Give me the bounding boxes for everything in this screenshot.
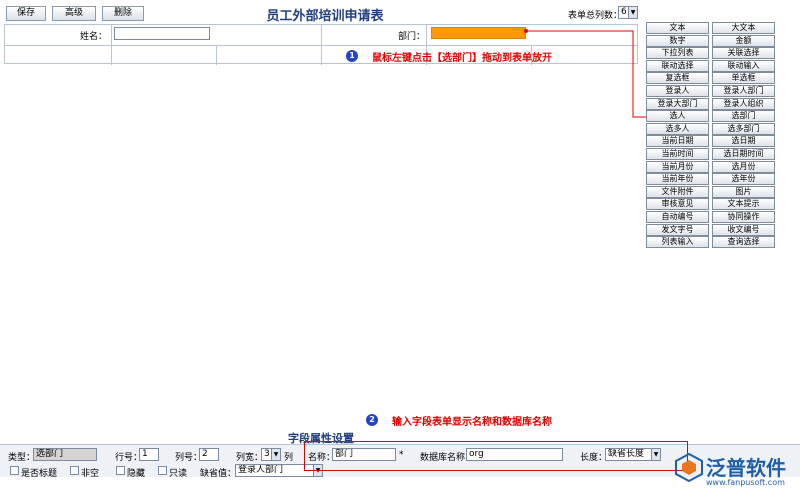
palette-button[interactable]: 联动选择 — [646, 59, 709, 72]
palette-button[interactable]: 文本提示 — [712, 198, 775, 211]
palette-button[interactable]: 下拉列表 — [646, 47, 709, 60]
row-label: 行号： — [115, 453, 143, 463]
readonly-checkbox[interactable] — [158, 466, 167, 475]
length-label: 长度： — [580, 453, 608, 463]
brand-url: www.fanpusoft.com — [706, 478, 785, 487]
advanced-button[interactable]: 高级 — [52, 6, 96, 21]
name-input[interactable] — [114, 27, 210, 40]
not-null-checkbox[interactable] — [70, 466, 79, 475]
is-title-label: 是否标题 — [21, 469, 58, 479]
dept-field-dropped[interactable] — [431, 27, 526, 39]
db-name-label: 数据库名称： — [420, 453, 475, 463]
annotation-highlight-box — [304, 441, 688, 471]
palette-button[interactable]: 选多人 — [646, 122, 709, 135]
palette-button[interactable]: 单选框 — [712, 72, 775, 85]
palette-button[interactable]: 发文字号 — [646, 223, 709, 236]
palette-button[interactable]: 协同操作 — [712, 211, 775, 223]
palette-button[interactable]: 登录人组织 — [712, 97, 775, 110]
step-1-note: 鼠标左键点击【选部门】拖动到表单放开 — [372, 53, 552, 64]
total-columns-value: 6 — [621, 7, 627, 17]
col-divider — [321, 25, 322, 65]
palette-button[interactable]: 选日期 — [712, 135, 775, 148]
palette-button[interactable]: 文本 — [646, 22, 709, 34]
row-input[interactable]: 1 — [139, 448, 159, 461]
palette-button[interactable]: 当前年份 — [646, 173, 709, 186]
palette-button[interactable]: 登录大部门 — [646, 97, 709, 110]
palette-button[interactable]: 选月份 — [712, 160, 775, 173]
name-prop-label: 名称： — [308, 453, 336, 463]
palette-button[interactable]: 复选框 — [646, 72, 709, 85]
step-2-badge: 2 — [366, 414, 378, 426]
brand-name: 泛普软件 — [706, 456, 786, 480]
hidden-checkbox[interactable] — [116, 466, 125, 475]
save-button[interactable]: 保存 — [6, 6, 46, 21]
palette-button[interactable]: 当前时间 — [646, 148, 709, 160]
col-divider — [216, 45, 217, 65]
palette-button[interactable]: 选多部门 — [712, 122, 775, 135]
palette-button[interactable]: 金额 — [712, 34, 775, 47]
field-properties-bar — [0, 444, 800, 477]
palette-button[interactable]: 列表输入 — [646, 236, 709, 249]
palette-button[interactable]: 大文本 — [712, 22, 775, 34]
logo-icon — [675, 452, 703, 482]
col-label: 列号： — [175, 453, 203, 463]
display-name-input[interactable]: 部门 — [332, 448, 396, 461]
step-1-badge: 1 — [346, 50, 358, 62]
not-null-label: 非空 — [81, 469, 100, 479]
readonly-label: 只读 — [169, 469, 188, 479]
palette-button[interactable]: 关联选择 — [712, 47, 775, 60]
brand-logo: 泛普软件 www.fanpusoft.com — [672, 448, 800, 493]
length-value: 缺省长度 — [608, 449, 645, 459]
palette-button[interactable]: 图片 — [712, 185, 775, 198]
palette-button[interactable]: 选部门 — [712, 110, 775, 123]
default-label: 缺省值： — [200, 469, 237, 479]
total-columns-label: 表单总列数： — [568, 11, 623, 21]
col-divider — [111, 25, 112, 65]
palette-button[interactable]: 收文编号 — [712, 223, 775, 236]
width-value: 3 — [264, 449, 270, 459]
palette-button[interactable]: 数字 — [646, 34, 709, 47]
palette-button[interactable]: 登录人部门 — [712, 85, 775, 97]
palette-button[interactable]: 文件附件 — [646, 185, 709, 198]
palette-button[interactable]: 登录人 — [646, 85, 709, 97]
chevron-down-icon: ▼ — [271, 449, 280, 460]
default-value: 登录人部门 — [238, 465, 284, 475]
type-label: 类型： — [8, 453, 36, 463]
width-select[interactable]: 3 ▼ — [261, 448, 281, 461]
col-input[interactable]: 2 — [199, 448, 219, 461]
palette-button[interactable]: 选日期时间 — [712, 148, 775, 160]
palette-button[interactable]: 选人 — [646, 110, 709, 123]
palette-button[interactable]: 选年份 — [712, 173, 775, 186]
required-mark: * — [399, 450, 404, 460]
width-label: 列宽： — [236, 453, 264, 463]
palette-button[interactable]: 当前日期 — [646, 135, 709, 148]
step-2-note: 输入字段表单显示名称和数据库名称 — [392, 417, 552, 428]
palette-button[interactable]: 当前月份 — [646, 160, 709, 173]
name-field-label: 姓名： — [80, 32, 108, 42]
delete-button[interactable]: 删除 — [102, 6, 144, 21]
hidden-label: 隐藏 — [127, 469, 146, 479]
type-input: 选部门 — [33, 448, 97, 461]
form-design-table — [4, 24, 638, 65]
col-divider — [531, 45, 532, 65]
width-unit: 列 — [284, 453, 294, 463]
palette-button[interactable]: 自动编号 — [646, 211, 709, 223]
total-columns-select[interactable]: 6 ▼ — [618, 6, 638, 19]
palette-button[interactable]: 查询选择 — [712, 236, 775, 249]
length-select[interactable]: 缺省长度 ▼ — [605, 448, 661, 461]
chevron-down-icon: ▼ — [628, 7, 637, 18]
palette-button[interactable]: 审核意见 — [646, 198, 709, 211]
col-divider — [426, 25, 427, 65]
is-title-checkbox[interactable] — [10, 466, 19, 475]
dept-field-label: 部门： — [398, 32, 426, 42]
db-name-input[interactable]: org — [466, 448, 563, 461]
chevron-down-icon: ▼ — [651, 449, 660, 460]
palette-button[interactable]: 联动输入 — [712, 59, 775, 72]
form-title: 员工外部培训申请表 — [266, 9, 384, 24]
